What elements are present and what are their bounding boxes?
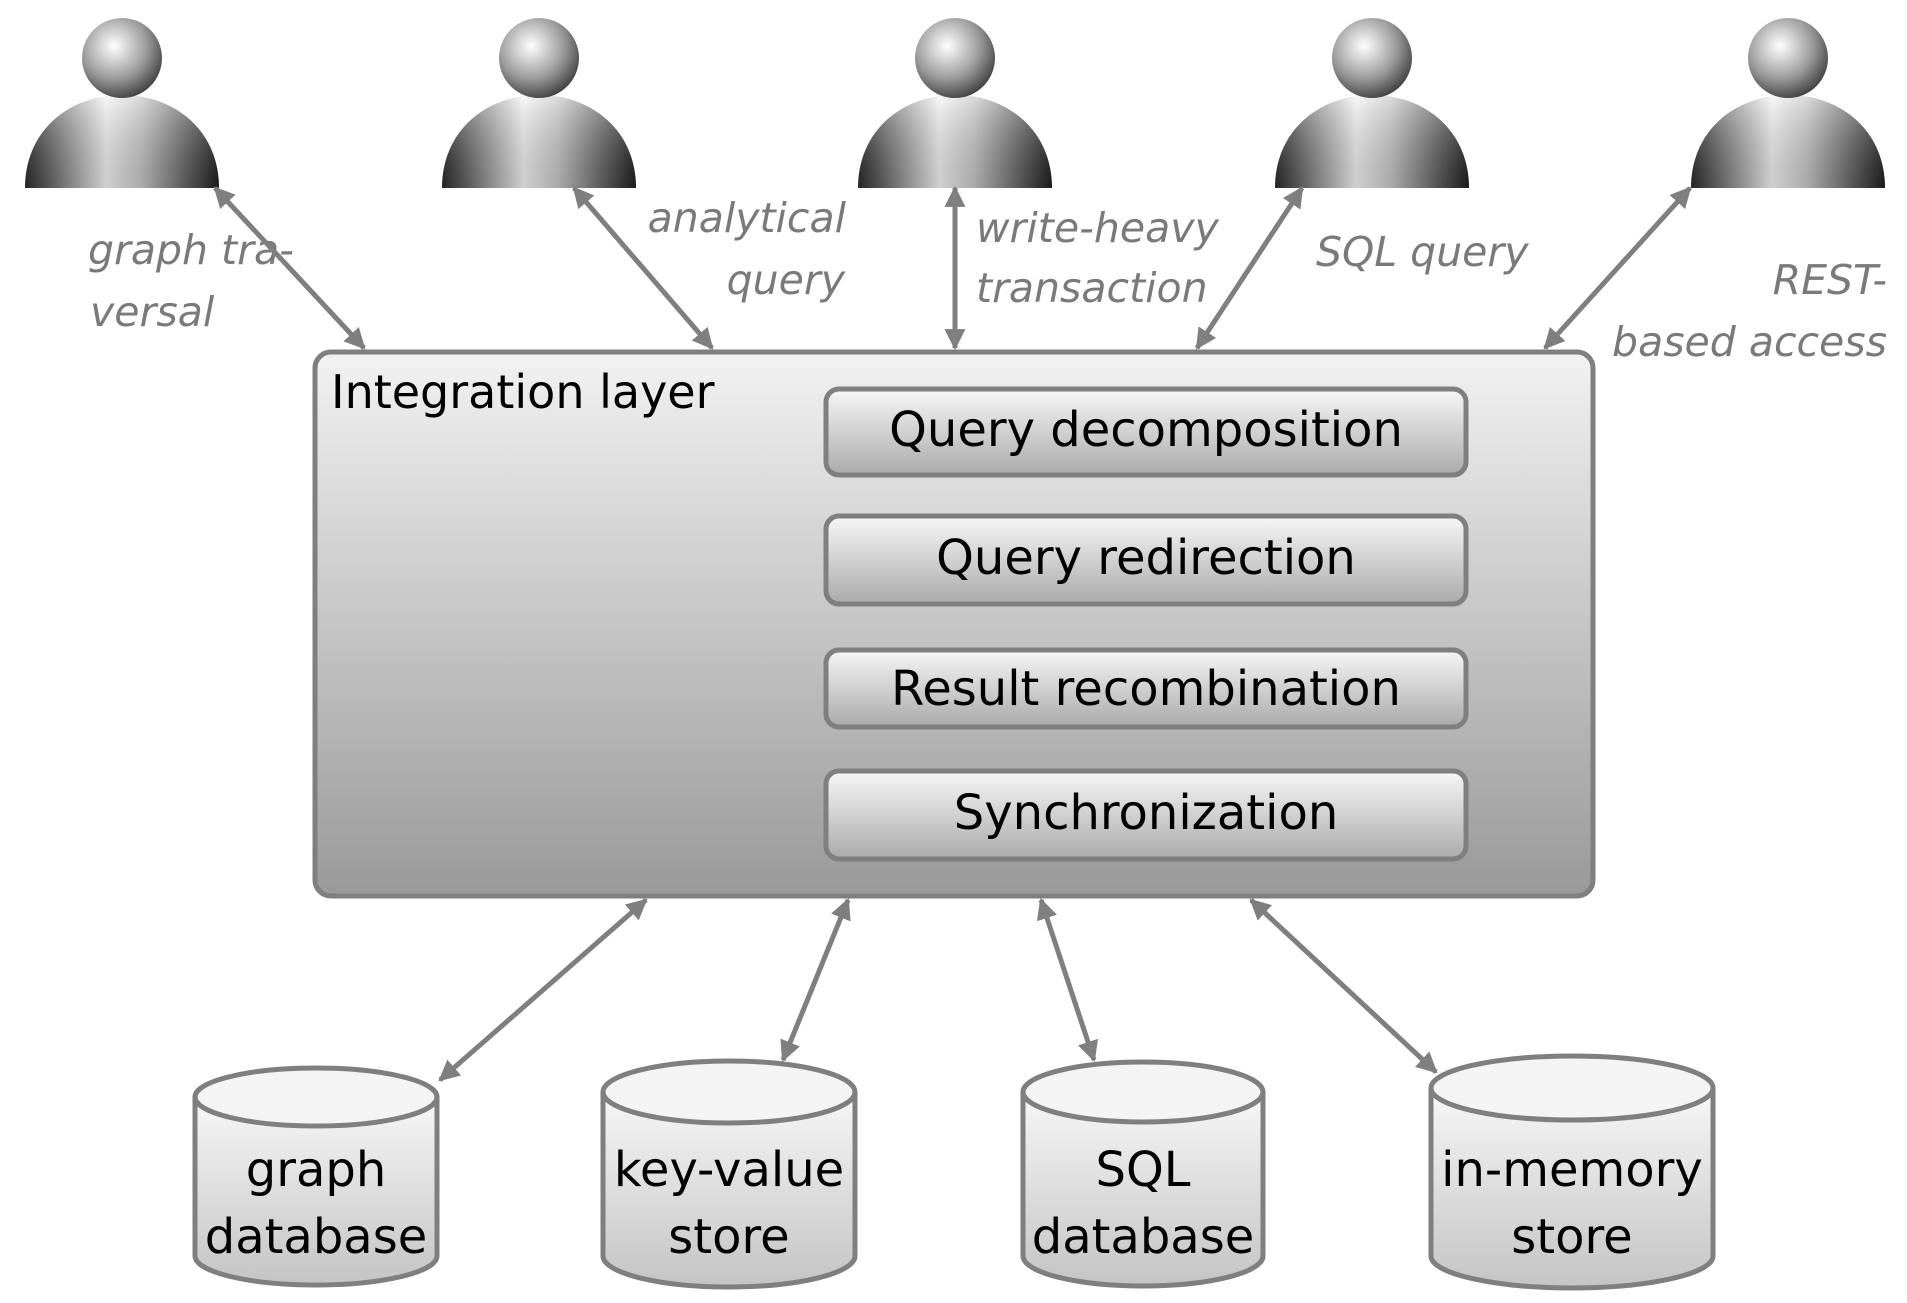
arrow-user-4 <box>1194 186 1305 350</box>
user-label-4-line-1: SQL query <box>1316 228 1529 276</box>
database-cylinder-icon <box>1020 1059 1266 1289</box>
arrow-user-5 <box>1543 186 1692 350</box>
store-sql-database: SQL database <box>1020 1059 1266 1289</box>
user-label-2-line-2: query <box>727 256 846 304</box>
store-key-value: key-value store <box>600 1058 858 1290</box>
integration-layer: Integration layer Query decomposition Qu… <box>312 349 1596 899</box>
arrow-store-4 <box>1249 898 1438 1074</box>
user-label-3-line-1: write-heavy <box>976 204 1219 252</box>
store-label-line-1: SQL <box>1096 1142 1191 1198</box>
user-figure-4 <box>1275 18 1469 188</box>
module-synchronization: Synchronization <box>823 768 1469 862</box>
store-label-line-2: store <box>1511 1209 1632 1265</box>
user-figure-5 <box>1691 18 1885 188</box>
user-figure-3 <box>858 18 1052 188</box>
module-label: Query decomposition <box>889 402 1403 458</box>
store-label-line-1: graph <box>246 1142 387 1198</box>
arrow-user-2 <box>572 186 714 350</box>
integration-layer-title: Integration layer <box>331 365 715 419</box>
store-label-line-1: key-value <box>614 1142 844 1198</box>
user-icon <box>1275 18 1469 188</box>
store-arrows <box>438 898 1438 1082</box>
user-icon <box>1691 18 1885 188</box>
store-label-line-2: database <box>205 1209 428 1265</box>
module-query-decomposition: Query decomposition <box>823 386 1469 478</box>
integration-layer-box <box>312 349 1596 899</box>
store-label-line-2: database <box>1032 1209 1255 1265</box>
user-icon <box>442 18 636 188</box>
module-label: Query redirection <box>936 530 1356 586</box>
user-label-2-line-1: analytical <box>648 194 847 242</box>
user-figure-2 <box>442 18 636 188</box>
database-cylinder-icon <box>192 1065 440 1288</box>
user-label-3-line-2: transaction <box>976 264 1208 312</box>
database-cylinder-icon <box>1428 1053 1716 1291</box>
user-label-5-line-1: REST- <box>1773 256 1887 304</box>
user-label-1-line-1: graph tra- <box>88 226 294 274</box>
user-figure-1 <box>25 18 219 188</box>
arrow-user-1 <box>213 186 366 350</box>
store-graph-database: graph database <box>192 1065 440 1288</box>
arrow-store-3 <box>1036 898 1099 1062</box>
module-query-redirection: Query redirection <box>823 513 1469 607</box>
arrow-store-1 <box>438 898 648 1082</box>
user-icon <box>25 18 219 188</box>
arrow-store-2 <box>780 898 851 1062</box>
module-label: Synchronization <box>954 785 1338 841</box>
user-label-5-line-2: based access <box>1612 318 1887 366</box>
database-cylinder-icon <box>600 1058 858 1290</box>
user-arrows <box>213 185 1692 351</box>
store-in-memory: in-memory store <box>1428 1053 1716 1291</box>
store-label-line-1: in-memory <box>1441 1142 1703 1198</box>
store-label-line-2: store <box>668 1209 789 1265</box>
user-label-1-line-2: versal <box>90 288 215 336</box>
module-result-recombination: Result recombination <box>823 647 1469 730</box>
user-icon <box>858 18 1052 188</box>
module-label: Result recombination <box>891 661 1401 717</box>
